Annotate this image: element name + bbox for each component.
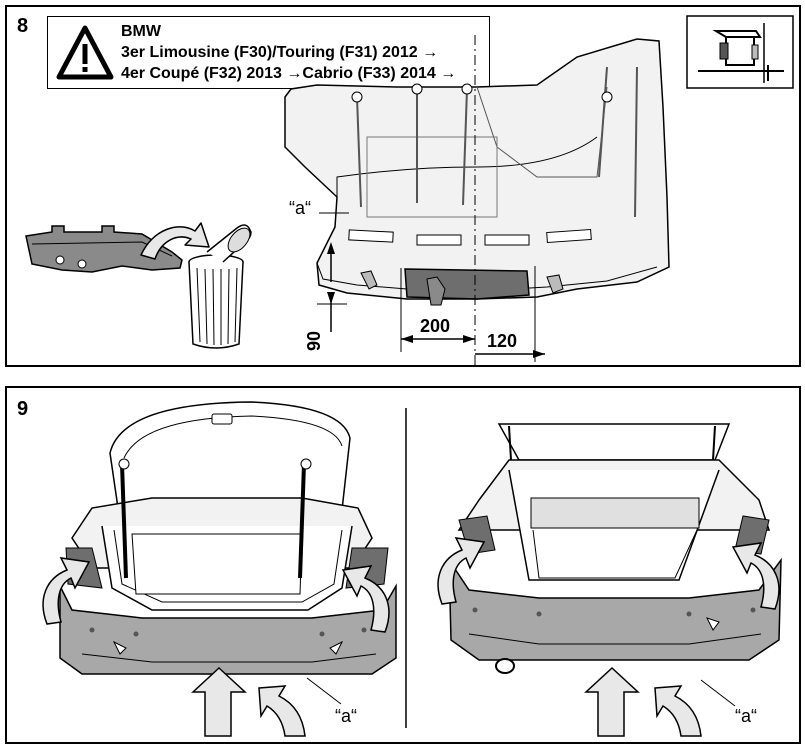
- label-a-leader-right: [700, 679, 736, 707]
- curved-arrow-icon: [437, 537, 486, 605]
- step-number: 9: [17, 398, 29, 420]
- step-9-panel: 9: [5, 386, 801, 744]
- warning-line-1: 3er Limousine (F30)/Touring (F31) 2012 →: [121, 44, 439, 61]
- vehicle-warning-box: BMW 3er Limousine (F30)/Touring (F31) 20…: [47, 16, 490, 89]
- warning-triangle-icon: [56, 25, 114, 80]
- label-a: “a“: [289, 198, 311, 218]
- underbody-panel: [284, 38, 670, 306]
- dimension-90: 90: [304, 330, 324, 351]
- curved-arrow-icon: [140, 222, 210, 260]
- label-a-left: “a“: [335, 706, 357, 726]
- curved-arrow-icon: [654, 685, 702, 737]
- label-a-leader-left: [306, 677, 342, 705]
- trash-bin-icon: [188, 224, 252, 349]
- label-a-leader: [319, 212, 349, 214]
- sedan-rear-view: [59, 401, 397, 675]
- dimension-lines: [317, 242, 545, 362]
- jigsaw-tool-icon: [686, 15, 794, 89]
- dimension-200: 200: [420, 316, 451, 336]
- warning-line-2: 4er Coupé (F32) 2013 →Cabrio (F33) 2014 …: [121, 65, 457, 82]
- curved-arrow-icon: [191, 666, 247, 737]
- divider: [405, 408, 407, 728]
- curved-arrow-icon: [731, 542, 780, 610]
- center-line: [474, 35, 476, 365]
- touring-rear-view: [448, 423, 782, 674]
- curved-arrow-icon: [42, 557, 91, 625]
- curved-arrow-icon: [584, 666, 640, 737]
- removed-trim-part: [25, 225, 183, 273]
- curved-arrow-icon: [258, 685, 306, 737]
- step-8-panel: 8 BMW 3er Limousine (F30)/Touring (F31) …: [5, 5, 801, 367]
- curved-arrow-icon: [341, 565, 390, 633]
- dimension-120: 120: [487, 331, 518, 351]
- label-a-right: “a“: [735, 706, 757, 726]
- warning-brand: BMW: [121, 23, 161, 40]
- step-number: 8: [17, 15, 29, 37]
